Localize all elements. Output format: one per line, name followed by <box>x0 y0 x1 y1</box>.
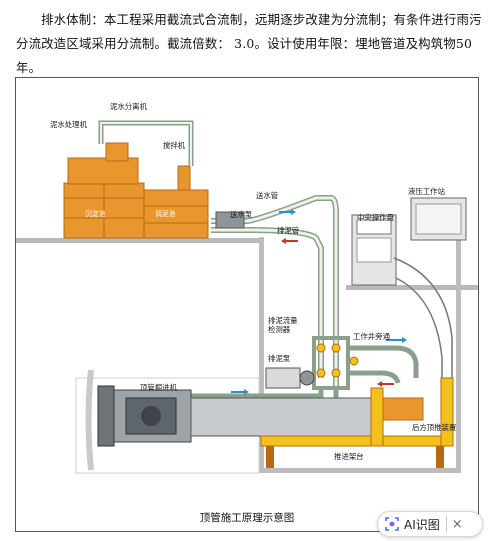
label-shaft-bypass: 工作井旁通 <box>353 332 390 341</box>
drainage-paragraph: 排水体制：本工程采用截流式合流制，远期逐步改建为分流制；有条件进行雨污分流改造区… <box>16 12 482 75</box>
label-mud-pump: 排泥泵 <box>268 354 291 363</box>
label-jacking-frame: 推进架台 <box>334 452 364 461</box>
label-tbm: 顶管掘进机 <box>140 383 177 392</box>
label-hydraulic-station: 液压工作站 <box>408 187 445 196</box>
tunnel-soil <box>75 377 260 474</box>
label-mud-treatment: 泥水处理机 <box>50 120 87 129</box>
label-control-panel: 中央操作盘 <box>357 213 394 222</box>
label-mud-tank: 调泥池 <box>155 211 176 218</box>
shaft-wall-right <box>456 238 461 473</box>
tunnel-boring-machine <box>97 385 372 447</box>
mud-pump <box>265 367 301 389</box>
tunnel-supply-pipe <box>186 388 324 399</box>
label-jack: 后方顶推装置 <box>412 423 457 432</box>
jacking-frame <box>260 377 454 468</box>
ground-surface-left <box>16 238 261 243</box>
mud-treatment-plant <box>63 142 209 239</box>
ai-recognize-button[interactable]: AI识图 × <box>377 511 483 537</box>
label-water-supply-pipe: 送水管 <box>256 191 279 200</box>
ai-button-divider <box>445 516 447 532</box>
label-flow-meter-2: 检测器 <box>268 325 291 334</box>
label-mud-separator: 泥水分离机 <box>110 102 147 111</box>
shaft-floor <box>259 468 461 473</box>
bypass-pipe <box>348 345 419 378</box>
label-water-pump: 送水泵 <box>230 210 253 219</box>
ai-button-label: AI识图 <box>404 517 440 532</box>
ground-surface-right <box>346 285 478 290</box>
ai-scan-icon <box>385 517 399 531</box>
water-pump <box>215 211 245 229</box>
label-mixer: 搅拌机 <box>163 141 186 150</box>
close-icon[interactable]: × <box>451 516 463 532</box>
label-mud-discharge-pipe: 排泥管 <box>277 226 300 235</box>
jacking-diagram-figure: 泥水分离机 泥水处理机 搅拌机 沉淀池 调泥池 送水管 送水泵 排泥管 液压工作… <box>15 77 479 532</box>
label-flow-meter-1: 排泥流量 <box>268 316 298 325</box>
hydraulic-hose <box>393 257 453 418</box>
valve-manifold <box>312 336 359 390</box>
mud-discharge-pipe <box>211 227 324 378</box>
label-settling-tank: 沉淀池 <box>85 211 106 218</box>
jacking-diagram <box>16 120 478 474</box>
figure-caption: 顶管施工原理示意图 <box>199 512 295 524</box>
shaft-wall-left <box>259 238 264 473</box>
